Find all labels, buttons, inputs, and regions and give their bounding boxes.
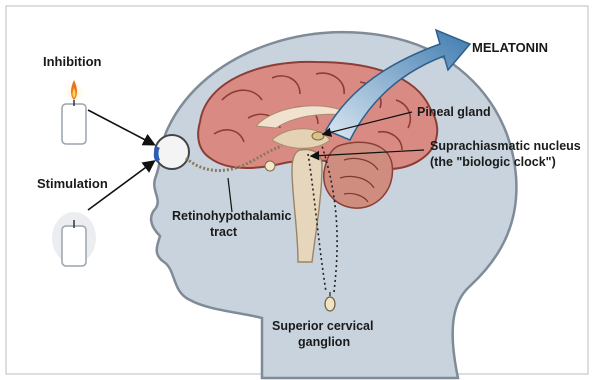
inhibition-label: Inhibition [43, 54, 102, 69]
eye [154, 135, 189, 169]
optic-chiasm [265, 161, 275, 171]
rht-label-line2: tract [210, 225, 238, 239]
rht-label-line1: Retinohypothalamic [172, 209, 292, 223]
pineal-gland-label: Pineal gland [417, 105, 491, 119]
pineal-gland-node [312, 132, 324, 140]
scg-label-line1: Superior cervical [272, 319, 373, 333]
ganglion-node [325, 297, 335, 311]
scn-label-line1: Suprachiasmatic nucleus [430, 139, 581, 153]
candle-lit [62, 80, 86, 144]
candle-unlit [52, 212, 96, 266]
inhibition-arrow [88, 110, 153, 144]
stimulation-label: Stimulation [37, 176, 108, 191]
scg-label-line2: ganglion [298, 335, 350, 349]
melatonin-label: MELATONIN [472, 40, 548, 55]
scn-label-line2: (the "biologic clock") [430, 155, 556, 169]
